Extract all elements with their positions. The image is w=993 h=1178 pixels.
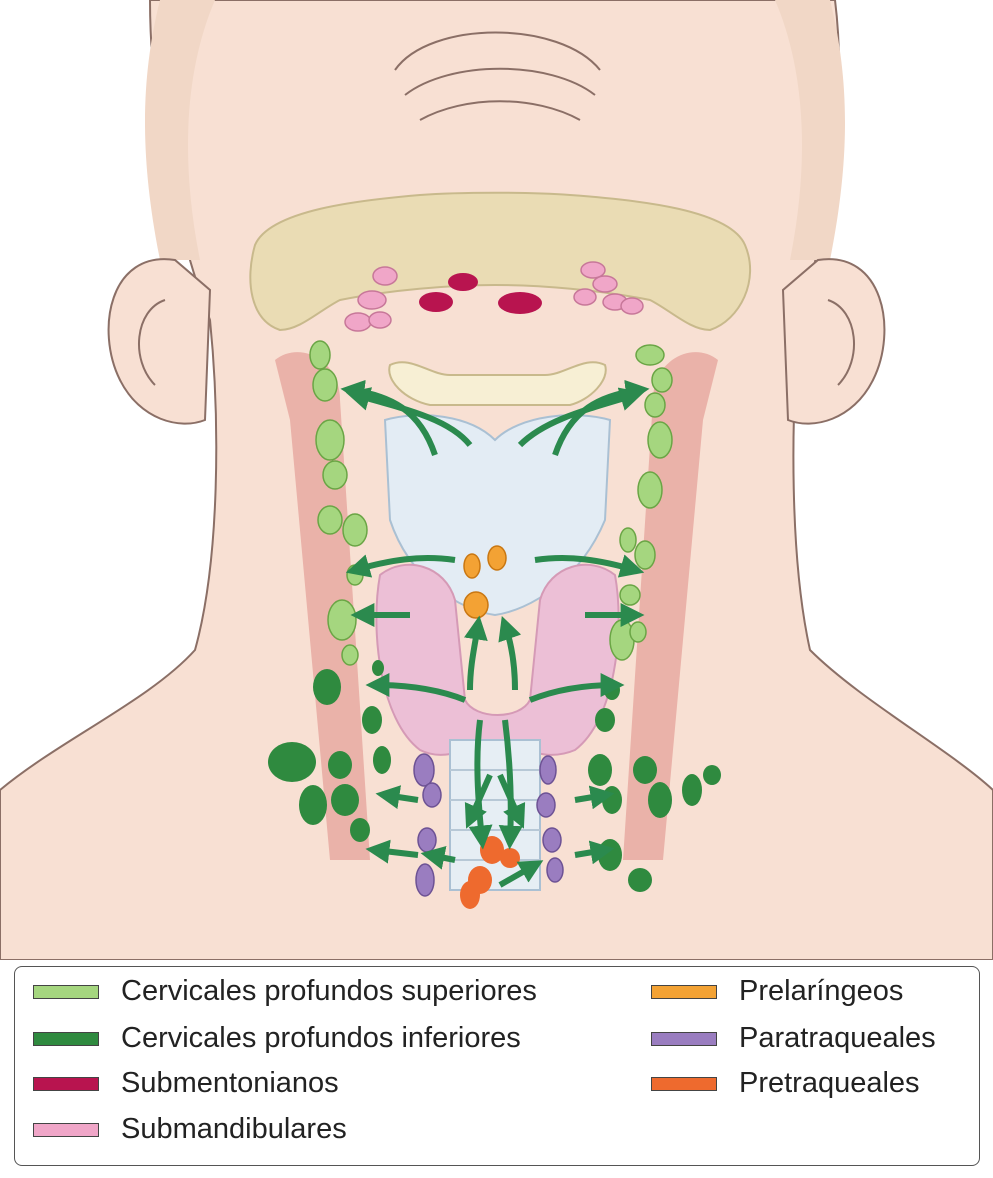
legend-label: Submentonianos — [121, 1067, 339, 1100]
legend-label: Pretraqueales — [739, 1067, 920, 1100]
legend-item-cervicales-profundos-inferiores: Cervicales profundos inferiores — [33, 1022, 521, 1055]
legend-label: Prelaríngeos — [739, 975, 903, 1008]
legend: Cervicales profundos superiores Cervical… — [14, 966, 980, 1166]
legend-item-submentonianos: Submentonianos — [33, 1067, 339, 1100]
legend-swatch — [33, 1077, 99, 1091]
legend-item-cervicales-profundos-superiores: Cervicales profundos superiores — [33, 975, 537, 1008]
ear-left — [109, 259, 210, 423]
legend-label: Cervicales profundos inferiores — [121, 1022, 521, 1055]
legend-swatch — [33, 1032, 99, 1046]
legend-swatch — [33, 985, 99, 999]
ear-right — [783, 259, 884, 423]
legend-label: Cervicales profundos superiores — [121, 975, 537, 1008]
legend-item-prelaringeos: Prelaríngeos — [651, 975, 903, 1008]
neck-lymph-node-illustration — [0, 0, 993, 960]
legend-item-paratraqueales: Paratraqueales — [651, 1022, 936, 1055]
legend-swatch — [651, 1032, 717, 1046]
legend-swatch — [651, 985, 717, 999]
legend-label: Paratraqueales — [739, 1022, 936, 1055]
legend-swatch — [33, 1123, 99, 1137]
legend-swatch — [651, 1077, 717, 1091]
legend-label: Submandibulares — [121, 1113, 347, 1146]
legend-item-submandibulares: Submandibulares — [33, 1113, 347, 1146]
legend-item-pretraqueales: Pretraqueales — [651, 1067, 920, 1100]
